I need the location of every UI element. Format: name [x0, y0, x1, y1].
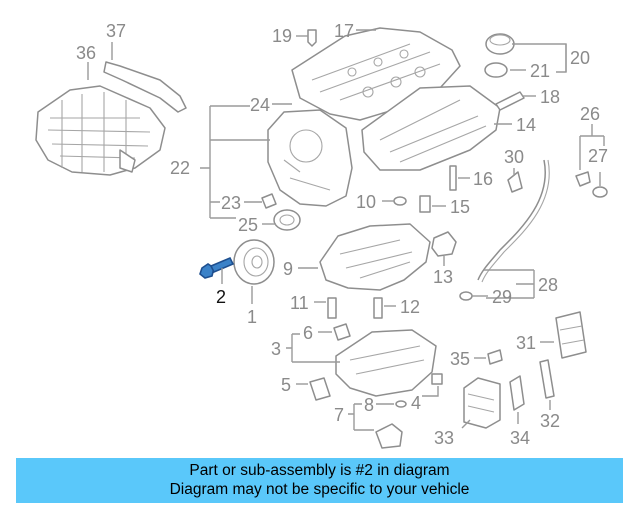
callout-27: 27 — [588, 146, 608, 166]
crankshaft-bolt-highlighted — [199, 256, 235, 279]
o-ring-27 — [592, 186, 608, 198]
callout-19: 19 — [272, 26, 292, 46]
cover-bolt — [307, 29, 317, 47]
callout-3: 3 — [271, 339, 281, 359]
o-ring-29 — [459, 291, 473, 301]
callout-9: 9 — [283, 259, 293, 279]
callout-37: 37 — [106, 21, 126, 41]
callout-34: 34 — [510, 428, 530, 448]
plug-4 — [431, 373, 443, 385]
callout-36: 36 — [76, 43, 96, 63]
callout-28: 28 — [538, 275, 558, 295]
oil-level-sensor — [333, 323, 351, 341]
oil-pan-lower — [335, 329, 437, 397]
callout-7: 7 — [334, 405, 344, 425]
crankshaft-pulley — [233, 239, 275, 285]
callout-35: 35 — [450, 349, 470, 369]
oil-pan-upper — [319, 223, 431, 291]
oil-filler-cap — [485, 33, 515, 55]
engine-mount — [375, 423, 403, 449]
engine-cover — [361, 85, 501, 171]
callout-26: 26 — [580, 104, 600, 124]
stud-bolt — [449, 165, 457, 191]
info-banner: Part or sub-assembly is #2 in diagram Di… — [16, 458, 623, 503]
washer-8 — [395, 400, 407, 408]
callout-31: 31 — [516, 333, 536, 353]
callout-2-highlighted: 2 — [216, 287, 226, 307]
callout-13: 13 — [433, 267, 453, 287]
callout-20: 20 — [570, 48, 590, 68]
callout-30: 30 — [504, 147, 524, 167]
bolt-11 — [327, 297, 337, 319]
callout-23: 23 — [221, 193, 241, 213]
dipstick-seal — [575, 171, 591, 187]
callout-12: 12 — [400, 297, 420, 317]
timing-cover — [267, 109, 353, 207]
parts-diagram: 37 36 19 17 20 21 18 14 24 22 23 25 10 1… — [35, 21, 608, 449]
bracket — [507, 171, 523, 193]
drain-plug — [309, 377, 331, 401]
callout-24: 24 — [250, 95, 270, 115]
callout-11: 11 — [290, 293, 309, 313]
sensor — [495, 91, 525, 111]
oil-cooler — [463, 377, 501, 429]
callout-1: 1 — [247, 307, 257, 327]
callout-14: 14 — [516, 115, 536, 135]
callout-4: 4 — [411, 393, 421, 413]
callout-25: 25 — [238, 215, 258, 235]
leader-lines — [87, 29, 605, 431]
callout-17: 17 — [334, 21, 354, 41]
sensor-32 — [539, 359, 555, 399]
dipstick-tube — [477, 159, 546, 281]
callout-21: 21 — [530, 61, 550, 81]
callout-18: 18 — [540, 87, 560, 107]
callout-16: 16 — [473, 169, 493, 189]
banner-line-disclaimer: Diagram may not be specific to your vehi… — [169, 481, 470, 498]
callout-32: 32 — [540, 411, 560, 431]
bolt-35 — [487, 349, 503, 365]
callout-33: 33 — [434, 428, 454, 448]
callout-numbers: 37 36 19 17 20 21 18 14 24 22 23 25 10 1… — [76, 21, 608, 448]
crankshaft-seal — [273, 209, 301, 231]
callout-10: 10 — [356, 192, 376, 212]
callout-22: 22 — [170, 158, 190, 178]
callout-8: 8 — [364, 395, 374, 415]
callout-29: 29 — [492, 287, 512, 307]
callout-5: 5 — [281, 375, 291, 395]
bolt-12 — [373, 297, 383, 319]
callout-6: 6 — [303, 323, 313, 343]
washer — [393, 196, 407, 206]
callout-15: 15 — [450, 197, 470, 217]
filler-cap-seal — [484, 62, 508, 78]
intake-gasket — [103, 61, 187, 113]
oil-pump — [431, 231, 457, 257]
bolt-15 — [419, 195, 431, 213]
timing-cover-bolt — [261, 193, 277, 209]
cooler-gasket — [509, 375, 525, 411]
oil-filter — [555, 311, 587, 359]
intake-manifold — [35, 85, 166, 176]
banner-line-part-number: Part or sub-assembly is #2 in diagram — [189, 462, 450, 479]
